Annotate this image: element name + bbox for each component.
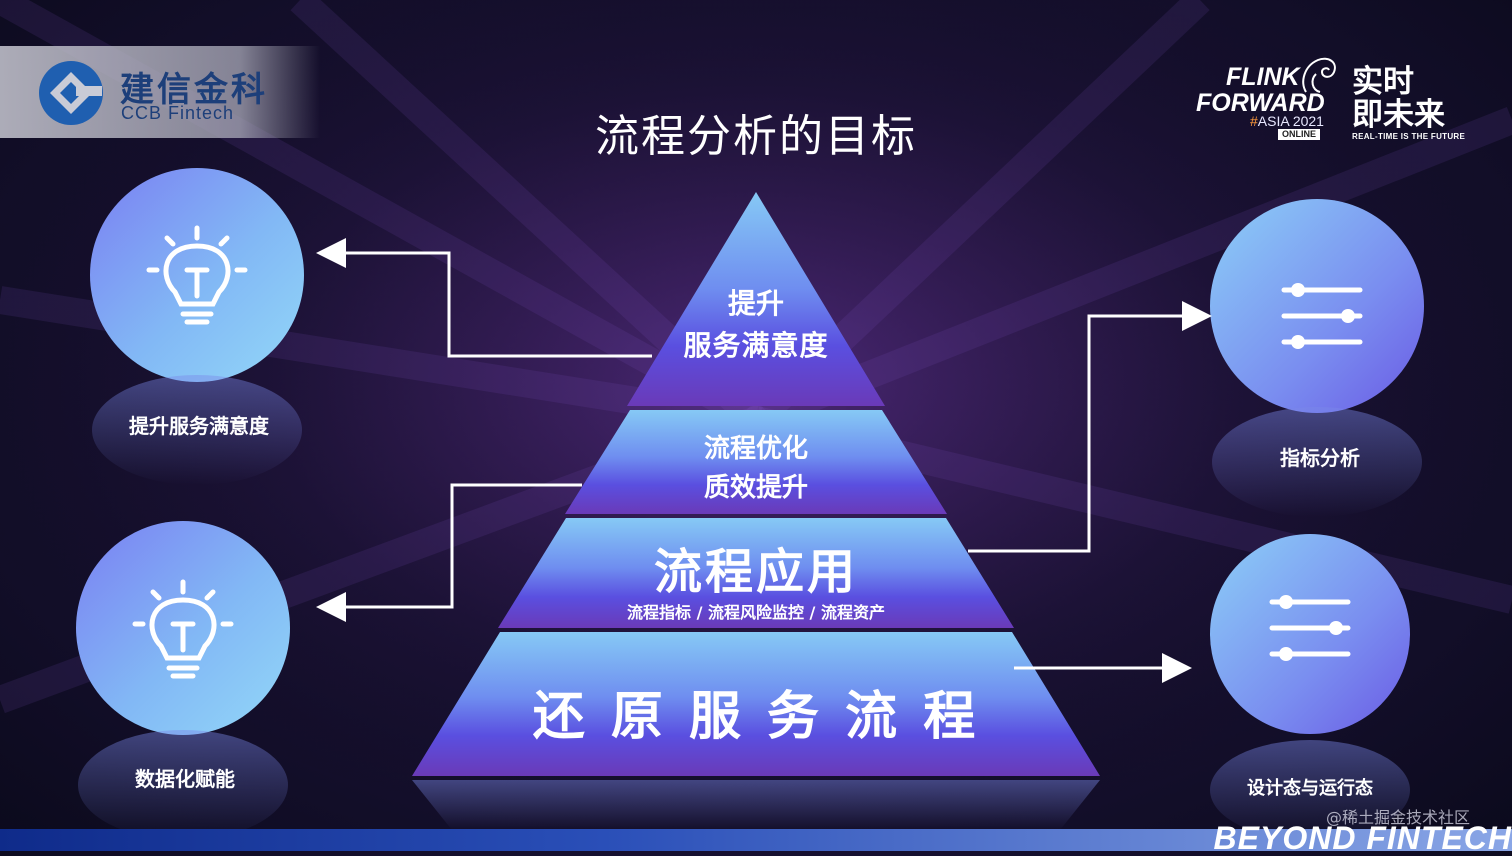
lightbulb-icon bbox=[132, 579, 234, 679]
arrow-level1-to-top-left bbox=[316, 238, 652, 358]
pyramid-level-3-title: 流程应用 bbox=[653, 544, 858, 600]
event-hashtag: #ASIA 2021 bbox=[1250, 114, 1324, 128]
arrow-level2-to-bottom-left bbox=[316, 483, 582, 622]
pyramid-level-2-line1: 流程优化 bbox=[703, 434, 808, 464]
pyramid-level-2-line2: 质效提升 bbox=[703, 473, 808, 503]
slogan-line1: 实时 bbox=[1352, 64, 1414, 100]
pyramid-level-3-subtitle: 流程指标 / 流程风险监控 / 流程资产 bbox=[627, 603, 885, 622]
event-slogan: 实时 即未来 bbox=[1352, 66, 1445, 132]
circle-top-right-label: 指标分析 bbox=[1280, 446, 1360, 470]
flink-forward-logo: FLINK FORWARD #ASIA 2021 ONLINE bbox=[1196, 63, 1325, 140]
pyramid-level-4 bbox=[412, 632, 1100, 776]
pyramid-level-1-line1: 提升 bbox=[727, 287, 784, 320]
footer-bar bbox=[0, 829, 1512, 851]
forward-text: FORWARD bbox=[1196, 89, 1325, 117]
lightbulb-icon bbox=[146, 225, 248, 325]
pyramid-level-4-title: 还 原 服 务 流 程 bbox=[532, 687, 980, 747]
circle-top-left-reflection bbox=[92, 375, 302, 485]
circle-top-left-label: 提升服务满意度 bbox=[129, 414, 269, 438]
pyramid-level-3 bbox=[498, 518, 1014, 628]
pyramid-level-1 bbox=[627, 192, 885, 406]
pyramid-level-2 bbox=[565, 410, 947, 514]
circle-top-right-reflection bbox=[1212, 407, 1422, 517]
pyramid-reflection bbox=[412, 780, 1100, 830]
hashtag-text: ASIA 2021 bbox=[1257, 113, 1324, 129]
sliders-icon bbox=[1269, 595, 1351, 661]
page-title: 流程分析的目标 bbox=[595, 111, 917, 162]
sliders-icon bbox=[1281, 283, 1363, 349]
circle-bottom-left-reflection bbox=[78, 730, 288, 840]
circle-bottom-right-reflection bbox=[1210, 740, 1410, 840]
circle-bottom-left-label: 数据化赋能 bbox=[135, 767, 235, 791]
watermark: @稀土掘金技术社区 bbox=[1326, 808, 1471, 827]
logo-english-name: CCB Fintech bbox=[121, 103, 235, 123]
hash-symbol: # bbox=[1250, 113, 1258, 129]
squirrel-icon bbox=[1302, 57, 1336, 93]
circle-bottom-right-label: 设计态与运行态 bbox=[1247, 778, 1373, 799]
circle-top-right bbox=[1210, 199, 1424, 413]
online-badge: ONLINE bbox=[1278, 129, 1321, 140]
footer-slogan: BEYOND FINTECH bbox=[1213, 820, 1512, 856]
logo-chinese-name: 建信金科 bbox=[120, 70, 268, 110]
circle-bottom-right bbox=[1210, 534, 1410, 734]
ccb-fintech-logo bbox=[39, 61, 103, 125]
pyramid-level-1-line2: 服务满意度 bbox=[683, 329, 829, 362]
flink-text: FLINK bbox=[1226, 63, 1300, 91]
slogan-line2: 即未来 bbox=[1352, 97, 1445, 133]
arrow-level3-to-top-right bbox=[968, 301, 1212, 553]
slogan-english: REAL-TIME IS THE FUTURE bbox=[1352, 132, 1466, 141]
